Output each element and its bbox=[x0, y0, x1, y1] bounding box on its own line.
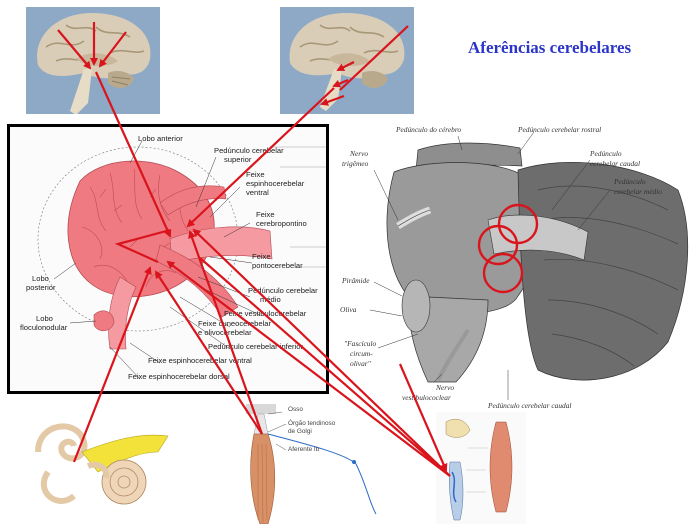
label-feixe-espinho-ventral-3: ventral bbox=[246, 188, 269, 197]
cerebellum-diagram-panel: Lobo anterior Pedúnculo cerebelar superi… bbox=[7, 124, 329, 394]
label-pedunculo-medio-1: Pedúnculo bbox=[614, 177, 646, 186]
peduncle-highlight-circles bbox=[477, 203, 539, 294]
label-nervo-vestibulo-1: Nervo bbox=[436, 383, 455, 392]
label-feixe-cerebropontino-1: Feixe bbox=[256, 210, 275, 219]
label-piramide: Pirâmide bbox=[342, 276, 370, 285]
muscle-spindle-illustration bbox=[436, 412, 526, 524]
label-orgao-1: Órgão tendinoso bbox=[288, 420, 336, 427]
label-lobo-floculo-2: floculonodular bbox=[20, 323, 68, 332]
label-pedunculo-medio-2: médio bbox=[260, 295, 281, 304]
label-pedunculo-medio-2: cerebelar médio bbox=[614, 187, 662, 196]
page-title: Aferências cerebelares bbox=[468, 38, 632, 57]
label-orgao-2: de Golgi bbox=[288, 428, 312, 435]
label-fasciculo-1: "Fascículo bbox=[344, 339, 377, 348]
label-oliva: Oliva bbox=[340, 305, 357, 314]
label-nervo-trigemeo-2: trigêmeo bbox=[342, 159, 369, 168]
brain-photo-right bbox=[280, 7, 414, 114]
label-feixe-pontocerebelar-1: Feixe bbox=[252, 252, 271, 261]
label-nervo-vestibulo-2: vestibulococlear bbox=[402, 393, 451, 402]
label-pedunculo-medio-1: Pedúnculo cerebelar bbox=[248, 286, 318, 295]
label-pedunculo-rostral: Pedúnculo cerebelar rostral bbox=[518, 125, 602, 134]
label-osso: Osso bbox=[288, 406, 303, 413]
label-feixe-cerebropontino-2: cerebropontino bbox=[256, 219, 307, 228]
brainstem-illustration: Pedúnculo do cérebro Pedúnculo cerebelar… bbox=[338, 120, 692, 420]
label-feixe-espinho-dorsal: Feixe espinhocerebelar dorsal bbox=[128, 372, 230, 381]
label-pedunculo-inferior: Pedúnculo cerebelar inferior bbox=[208, 342, 303, 351]
golgi-tendon-illustration: Osso Órgão tendinoso de Golgi Aferente I… bbox=[246, 404, 386, 524]
label-lobo-floculo-1: Lobo bbox=[36, 314, 53, 323]
inner-ear-illustration bbox=[28, 412, 180, 512]
label-feixe-cuneo-1: Feixe cuneocerebelar bbox=[198, 319, 272, 328]
label-fasciculo-2: circum- bbox=[350, 349, 373, 358]
label-pedunculo-superior-1: Pedúnculo cerebelar bbox=[214, 146, 284, 155]
label-feixe-pontocerebelar-2: pontocerebelar bbox=[252, 261, 303, 270]
label-pedunculo-caudal-1: Pedúnculo bbox=[590, 149, 622, 158]
label-aferente: Aferente Ib bbox=[288, 446, 320, 453]
cerebellum-illustration bbox=[10, 127, 326, 391]
label-nervo-trigemeo-1: Nervo bbox=[350, 149, 369, 158]
label-fasciculo-3: olivar" bbox=[350, 359, 371, 368]
label-lobo-anterior: Lobo anterior bbox=[138, 134, 183, 143]
label-pedunculo-superior-2: superior bbox=[224, 155, 252, 164]
label-pedunculo-cerebro: Pedúnculo do cérebro bbox=[396, 125, 462, 134]
label-pedunculo-caudal-2: cerebelar caudal bbox=[590, 159, 641, 168]
label-feixe-espinho-ventral-1: Feixe bbox=[246, 170, 265, 179]
label-feixe-espinho-ventral-2: espinhocerebelar bbox=[246, 179, 305, 188]
label-pedunculo-caudal-bottom: Pedúnculo cerebelar caudal bbox=[488, 401, 572, 410]
label-lobo-posterior-1: Lobo bbox=[32, 274, 49, 283]
label-lobo-posterior-2: posterior bbox=[26, 283, 56, 292]
label-feixe-espinho-ventral-b: Feixe espinhocerebelar ventral bbox=[148, 356, 252, 365]
